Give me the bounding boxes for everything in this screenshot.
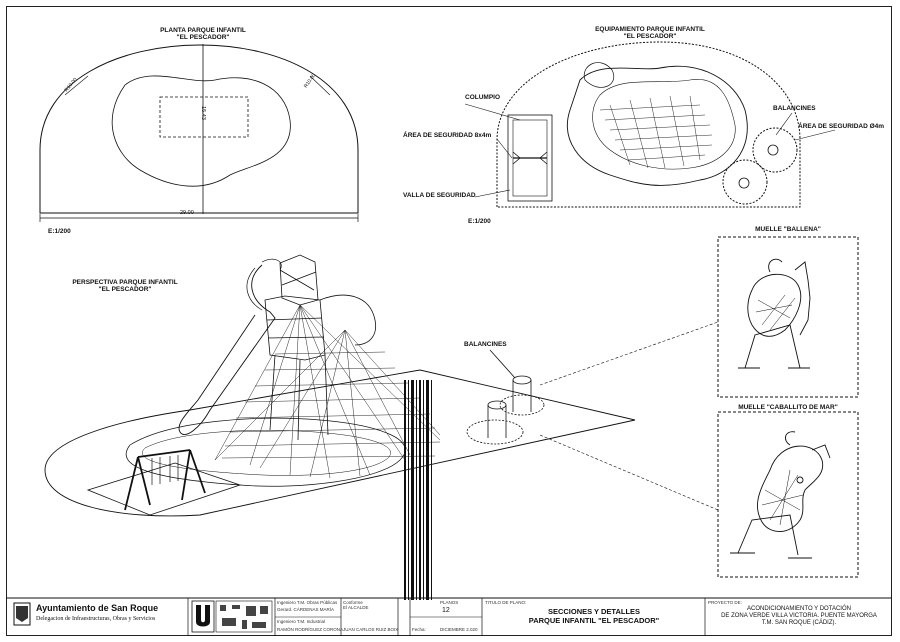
titulo-label: TITULO DE PLANO: (485, 600, 527, 605)
alcalde-name: JUAN CARLOS RUIZ BOIX (343, 627, 399, 632)
conforme: Conforme El ALCALDE (343, 600, 369, 611)
org-name: Ayuntamiento de San Roque (36, 603, 159, 613)
plano-number: 12 (442, 607, 450, 614)
persp-net (214, 304, 441, 479)
swing-safety-area (507, 114, 553, 202)
plan-title: PLANTA PARQUE INFANTIL "EL PESCADOR" (160, 27, 246, 42)
label-balancines-persp: BALANCINES (464, 341, 507, 348)
detail-caballito-frame (717, 411, 859, 578)
detail-ballena-title: MUELLE "BALLENA" (755, 226, 821, 233)
crest-icon (13, 602, 31, 626)
fecha-label: Fecha: (412, 627, 426, 632)
rocker-area-2 (722, 159, 768, 205)
persp-slide (178, 264, 276, 435)
detail-caballito-title: MUELLE "CABALLITO DE MAR" (738, 404, 838, 411)
u-logo-icon (191, 600, 273, 633)
label-area-8x4: ÁREA DE SEGURIDAD 8x4m (403, 132, 492, 139)
label-valla: VALLA DE SEGURIDAD (403, 192, 476, 199)
plan-scale: E:1/200 (48, 228, 71, 235)
persp-swing (124, 449, 206, 511)
plan-play-rect (159, 96, 249, 138)
persp-rockers (466, 349, 545, 445)
plan-sand-area (111, 75, 291, 187)
equip-sand-area (566, 65, 748, 186)
equip-outline (496, 41, 801, 208)
plan-dim-width: 29.00 (180, 210, 194, 216)
label-area-d4: ÁREA DE SEGURIDAD Ø4m (798, 123, 885, 130)
drawing-sheet (6, 6, 892, 636)
detail-ballena-frame (717, 236, 859, 398)
perspective-title: PERSPECTIVA PARQUE INFANTIL "EL PESCADOR… (72, 279, 178, 294)
ballena-rocker (738, 258, 811, 369)
barcode (404, 380, 432, 600)
caballito-rocker (730, 431, 831, 559)
persp-ground (44, 369, 636, 517)
ing2-role: Ingeniero T.M. Industrial (277, 619, 325, 624)
ing2-name: RAMÓN RODRÍGUEZ CORONA (277, 627, 344, 632)
ing1-role: Ingeniero T.M. Obras Públicas (277, 600, 338, 605)
titulo-plano: SECCIONES Y DETALLES PARQUE INFANTIL "EL… (528, 607, 660, 625)
rocker-area-1 (752, 127, 798, 173)
equipment-title: EQUIPAMIENTO PARQUE INFANTIL "EL PESCADO… (595, 26, 705, 41)
ing1-name: Gerard. CÁRDENAS MARÍA (277, 607, 335, 612)
fecha-value: DICIEMBRE 2.020 (440, 627, 478, 632)
plan-outline (39, 44, 359, 214)
proyecto-label: PROYECTO DE: (708, 600, 742, 605)
persp-tower (264, 254, 377, 441)
label-balancines-plan: BALANCINES (773, 105, 816, 112)
persp-swing-area (86, 462, 242, 516)
plan-dim-height: 15.43 (199, 106, 206, 120)
org-sub: Delegacion de Infraestructuras, Obras y … (36, 616, 156, 622)
label-columpio: COLUMPIO (465, 94, 501, 101)
equipment-scale: E:1/200 (468, 218, 491, 225)
plano-label: PLANOS (440, 600, 459, 605)
proyecto-name: ACONDICIONAMIENTO Y DOTACIÓN DE ZONA VER… (721, 606, 877, 626)
